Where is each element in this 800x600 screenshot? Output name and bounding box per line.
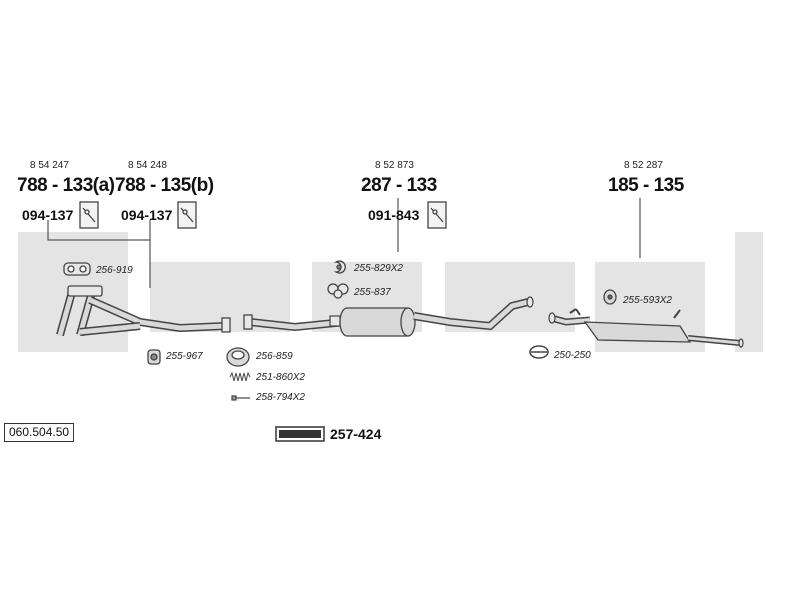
rear-silencer-assembly xyxy=(548,308,744,348)
bracket-number-a: 094-137 xyxy=(22,207,74,223)
label-gasket-256-919: 256-919 xyxy=(96,265,133,276)
label-bolt-258-794: 258-794X2 xyxy=(256,392,305,403)
bracket-icon xyxy=(427,201,447,229)
bracket-icon xyxy=(177,201,197,229)
label-mount-255-829: 255-829X2 xyxy=(354,263,403,274)
centre-silencer-assembly xyxy=(243,296,534,337)
ref-rear: 8 52 287 xyxy=(624,160,663,171)
label-ring-255-967: 255-967 xyxy=(166,351,203,362)
gasket-icon xyxy=(63,262,91,276)
spring-icon xyxy=(229,371,251,382)
label-gasket-256-859: 256-859 xyxy=(256,351,293,362)
bracket-number-centre: 091-843 xyxy=(368,207,420,223)
gasket-ring-icon xyxy=(226,347,250,367)
label-mount-255-837: 255-837 xyxy=(354,287,391,298)
part-number-rear: 185 - 135 xyxy=(608,175,684,196)
part-number-centre: 287 - 133 xyxy=(361,175,437,196)
ref-centre: 8 52 873 xyxy=(375,160,414,171)
front-pipe-assembly xyxy=(56,285,231,337)
rubber-mount-icon xyxy=(333,260,346,274)
part-number-manifold-b: 788 - 135(b) xyxy=(115,175,214,196)
ring-icon xyxy=(147,349,161,365)
bolt-icon xyxy=(231,395,250,401)
bracket-number-b: 094-137 xyxy=(121,207,173,223)
rubber-mount-icon xyxy=(327,283,349,299)
clamp-icon xyxy=(529,345,549,359)
ref-manifold-a: 8 54 247 xyxy=(30,160,69,171)
kit-logo-icon xyxy=(275,426,325,442)
bracket-icon xyxy=(79,201,99,229)
label-clamp-250-250: 250-250 xyxy=(554,350,591,361)
part-number-manifold-a: 788 - 133(a) xyxy=(17,175,115,196)
rubber-mount-icon xyxy=(603,289,617,305)
ref-manifold-b: 8 54 248 xyxy=(128,160,167,171)
kit-number: 257-424 xyxy=(330,426,382,442)
leader-lines xyxy=(47,198,641,288)
catalog-number: 060.504.50 xyxy=(4,423,75,443)
label-spring-251-860: 251-860X2 xyxy=(256,372,305,383)
label-mount-255-593: 255-593X2 xyxy=(623,295,672,306)
